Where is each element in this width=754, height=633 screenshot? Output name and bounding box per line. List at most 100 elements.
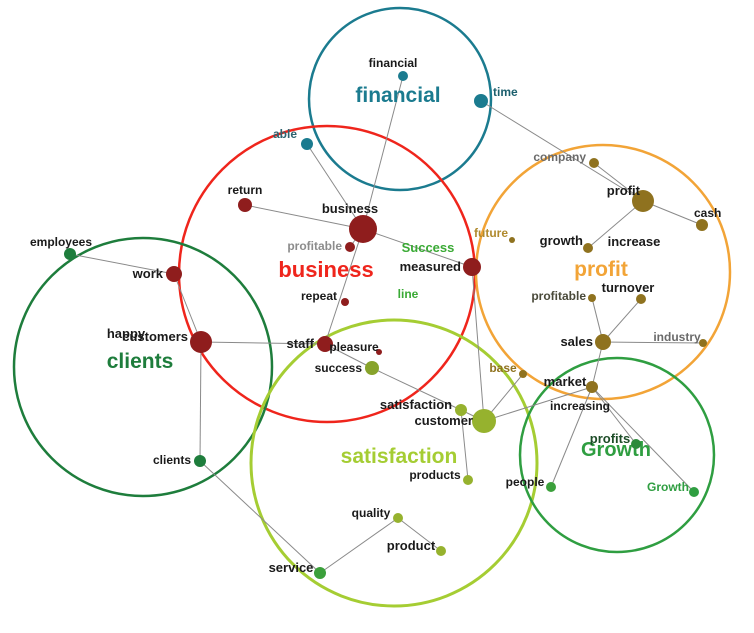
node-quality-label: quality bbox=[352, 506, 391, 520]
node-sales-label: sales bbox=[560, 334, 593, 349]
edge-quality--product bbox=[397, 517, 442, 552]
node-quality[interactable] bbox=[393, 513, 403, 523]
edge-measured--customer bbox=[471, 266, 485, 422]
node-growth-small-label: Growth bbox=[647, 480, 689, 494]
node-future[interactable] bbox=[509, 237, 515, 243]
edge-financial-term--business bbox=[362, 75, 404, 230]
node-able-label: able bbox=[273, 127, 297, 141]
node-able[interactable] bbox=[301, 138, 313, 150]
edge-market--growth-small bbox=[591, 386, 695, 493]
cluster-financial-circle[interactable] bbox=[307, 6, 493, 192]
cluster-profit-label: profit bbox=[574, 258, 628, 281]
node-employees-label: employees bbox=[30, 235, 92, 249]
node-line-term-label: line bbox=[398, 287, 419, 301]
node-sales[interactable] bbox=[595, 334, 611, 350]
node-customer-label: customer bbox=[414, 413, 473, 428]
node-market[interactable] bbox=[586, 381, 598, 393]
node-growth-p-label: growth bbox=[540, 233, 583, 248]
cluster-financial-label: financial bbox=[355, 84, 440, 107]
cluster-business-label: business bbox=[278, 257, 373, 282]
node-profit-node-label: profit bbox=[607, 183, 641, 198]
edge-staff--success-node bbox=[324, 343, 373, 369]
node-financial-term[interactable] bbox=[398, 71, 408, 81]
cluster-satisfaction-label: satisfaction bbox=[341, 445, 458, 468]
node-products[interactable] bbox=[463, 475, 473, 485]
edge-clients-node--service bbox=[199, 460, 321, 574]
edge-customers--staff bbox=[200, 341, 326, 345]
edge-time--profit-node bbox=[480, 100, 644, 202]
edge-work--employees bbox=[69, 253, 175, 275]
node-company[interactable] bbox=[589, 158, 599, 168]
node-clients-node[interactable] bbox=[194, 455, 206, 467]
node-profitable-b-label: profitable bbox=[287, 239, 342, 253]
edge-sales--industry bbox=[602, 341, 704, 344]
node-profitable-p[interactable] bbox=[588, 294, 596, 302]
node-products-label: products bbox=[409, 468, 461, 482]
node-cash[interactable] bbox=[696, 219, 708, 231]
node-repeat-label: repeat bbox=[301, 289, 337, 303]
edge-customers--work bbox=[173, 273, 202, 343]
node-employees[interactable] bbox=[64, 248, 76, 260]
node-pleasure-label: pleasure bbox=[329, 340, 379, 354]
node-time[interactable] bbox=[474, 94, 488, 108]
node-turnover[interactable] bbox=[636, 294, 646, 304]
node-clients-node-label: clients bbox=[153, 453, 191, 467]
edge-business--measured bbox=[362, 228, 473, 268]
node-repeat[interactable] bbox=[341, 298, 349, 306]
node-growth-p[interactable] bbox=[583, 243, 593, 253]
node-happy-label: happy bbox=[107, 326, 146, 341]
cluster-clients-label: clients bbox=[107, 350, 174, 373]
node-return[interactable] bbox=[238, 198, 252, 212]
node-growth-small[interactable] bbox=[689, 487, 699, 497]
node-service[interactable] bbox=[314, 567, 326, 579]
node-success-node-label: success bbox=[315, 361, 363, 375]
edge-service--quality bbox=[319, 517, 399, 574]
node-turnover-label: turnover bbox=[602, 280, 655, 295]
edge-profit-node--growth-p bbox=[587, 200, 644, 249]
node-base-label: base bbox=[489, 361, 517, 375]
node-staff[interactable] bbox=[317, 336, 333, 352]
node-increasing-label: increasing bbox=[550, 399, 610, 413]
node-time-label: time bbox=[493, 85, 518, 99]
node-industry[interactable] bbox=[699, 339, 707, 347]
node-customer[interactable] bbox=[472, 409, 496, 433]
node-people-label: people bbox=[506, 475, 545, 489]
edge-able--business bbox=[306, 143, 364, 230]
node-profits[interactable] bbox=[631, 439, 641, 449]
node-pleasure[interactable] bbox=[376, 349, 382, 355]
node-business[interactable] bbox=[349, 215, 377, 243]
node-customers-label: customers bbox=[122, 329, 188, 344]
node-staff-label: staff bbox=[287, 336, 315, 351]
node-people[interactable] bbox=[546, 482, 556, 492]
node-measured[interactable] bbox=[463, 258, 481, 276]
node-return-label: return bbox=[228, 183, 263, 197]
node-industry-label: industry bbox=[653, 330, 701, 344]
node-product[interactable] bbox=[436, 546, 446, 556]
cluster-growth-circle[interactable] bbox=[518, 356, 716, 554]
edge-customer--market bbox=[483, 386, 593, 422]
edge-customers--clients-node bbox=[199, 341, 202, 462]
node-company-label: company bbox=[533, 150, 586, 164]
edge-satisfaction-node--products bbox=[460, 409, 469, 481]
node-profitable-b[interactable] bbox=[345, 242, 355, 252]
node-satisfaction-node[interactable] bbox=[455, 404, 467, 416]
node-profit-node[interactable] bbox=[632, 190, 654, 212]
node-success-node[interactable] bbox=[365, 361, 379, 375]
edge-sales--turnover bbox=[602, 298, 642, 343]
node-satisfaction-node-label: satisfaction bbox=[380, 397, 452, 412]
node-profits-label: profits bbox=[590, 431, 630, 446]
edge-market--profits bbox=[591, 386, 637, 445]
edge-return--business bbox=[244, 204, 364, 230]
cluster-clients-circle[interactable] bbox=[12, 236, 274, 498]
node-increase-label: increase bbox=[608, 234, 661, 249]
node-work[interactable] bbox=[166, 266, 182, 282]
edge-success-node--satisfaction-node bbox=[371, 367, 462, 411]
cluster-satisfaction-circle[interactable] bbox=[249, 318, 539, 608]
node-base[interactable] bbox=[519, 370, 527, 378]
node-measured-label: measured bbox=[400, 259, 461, 274]
node-work-label: work bbox=[132, 266, 164, 281]
node-customers[interactable] bbox=[190, 331, 212, 353]
node-product-label: product bbox=[387, 538, 436, 553]
